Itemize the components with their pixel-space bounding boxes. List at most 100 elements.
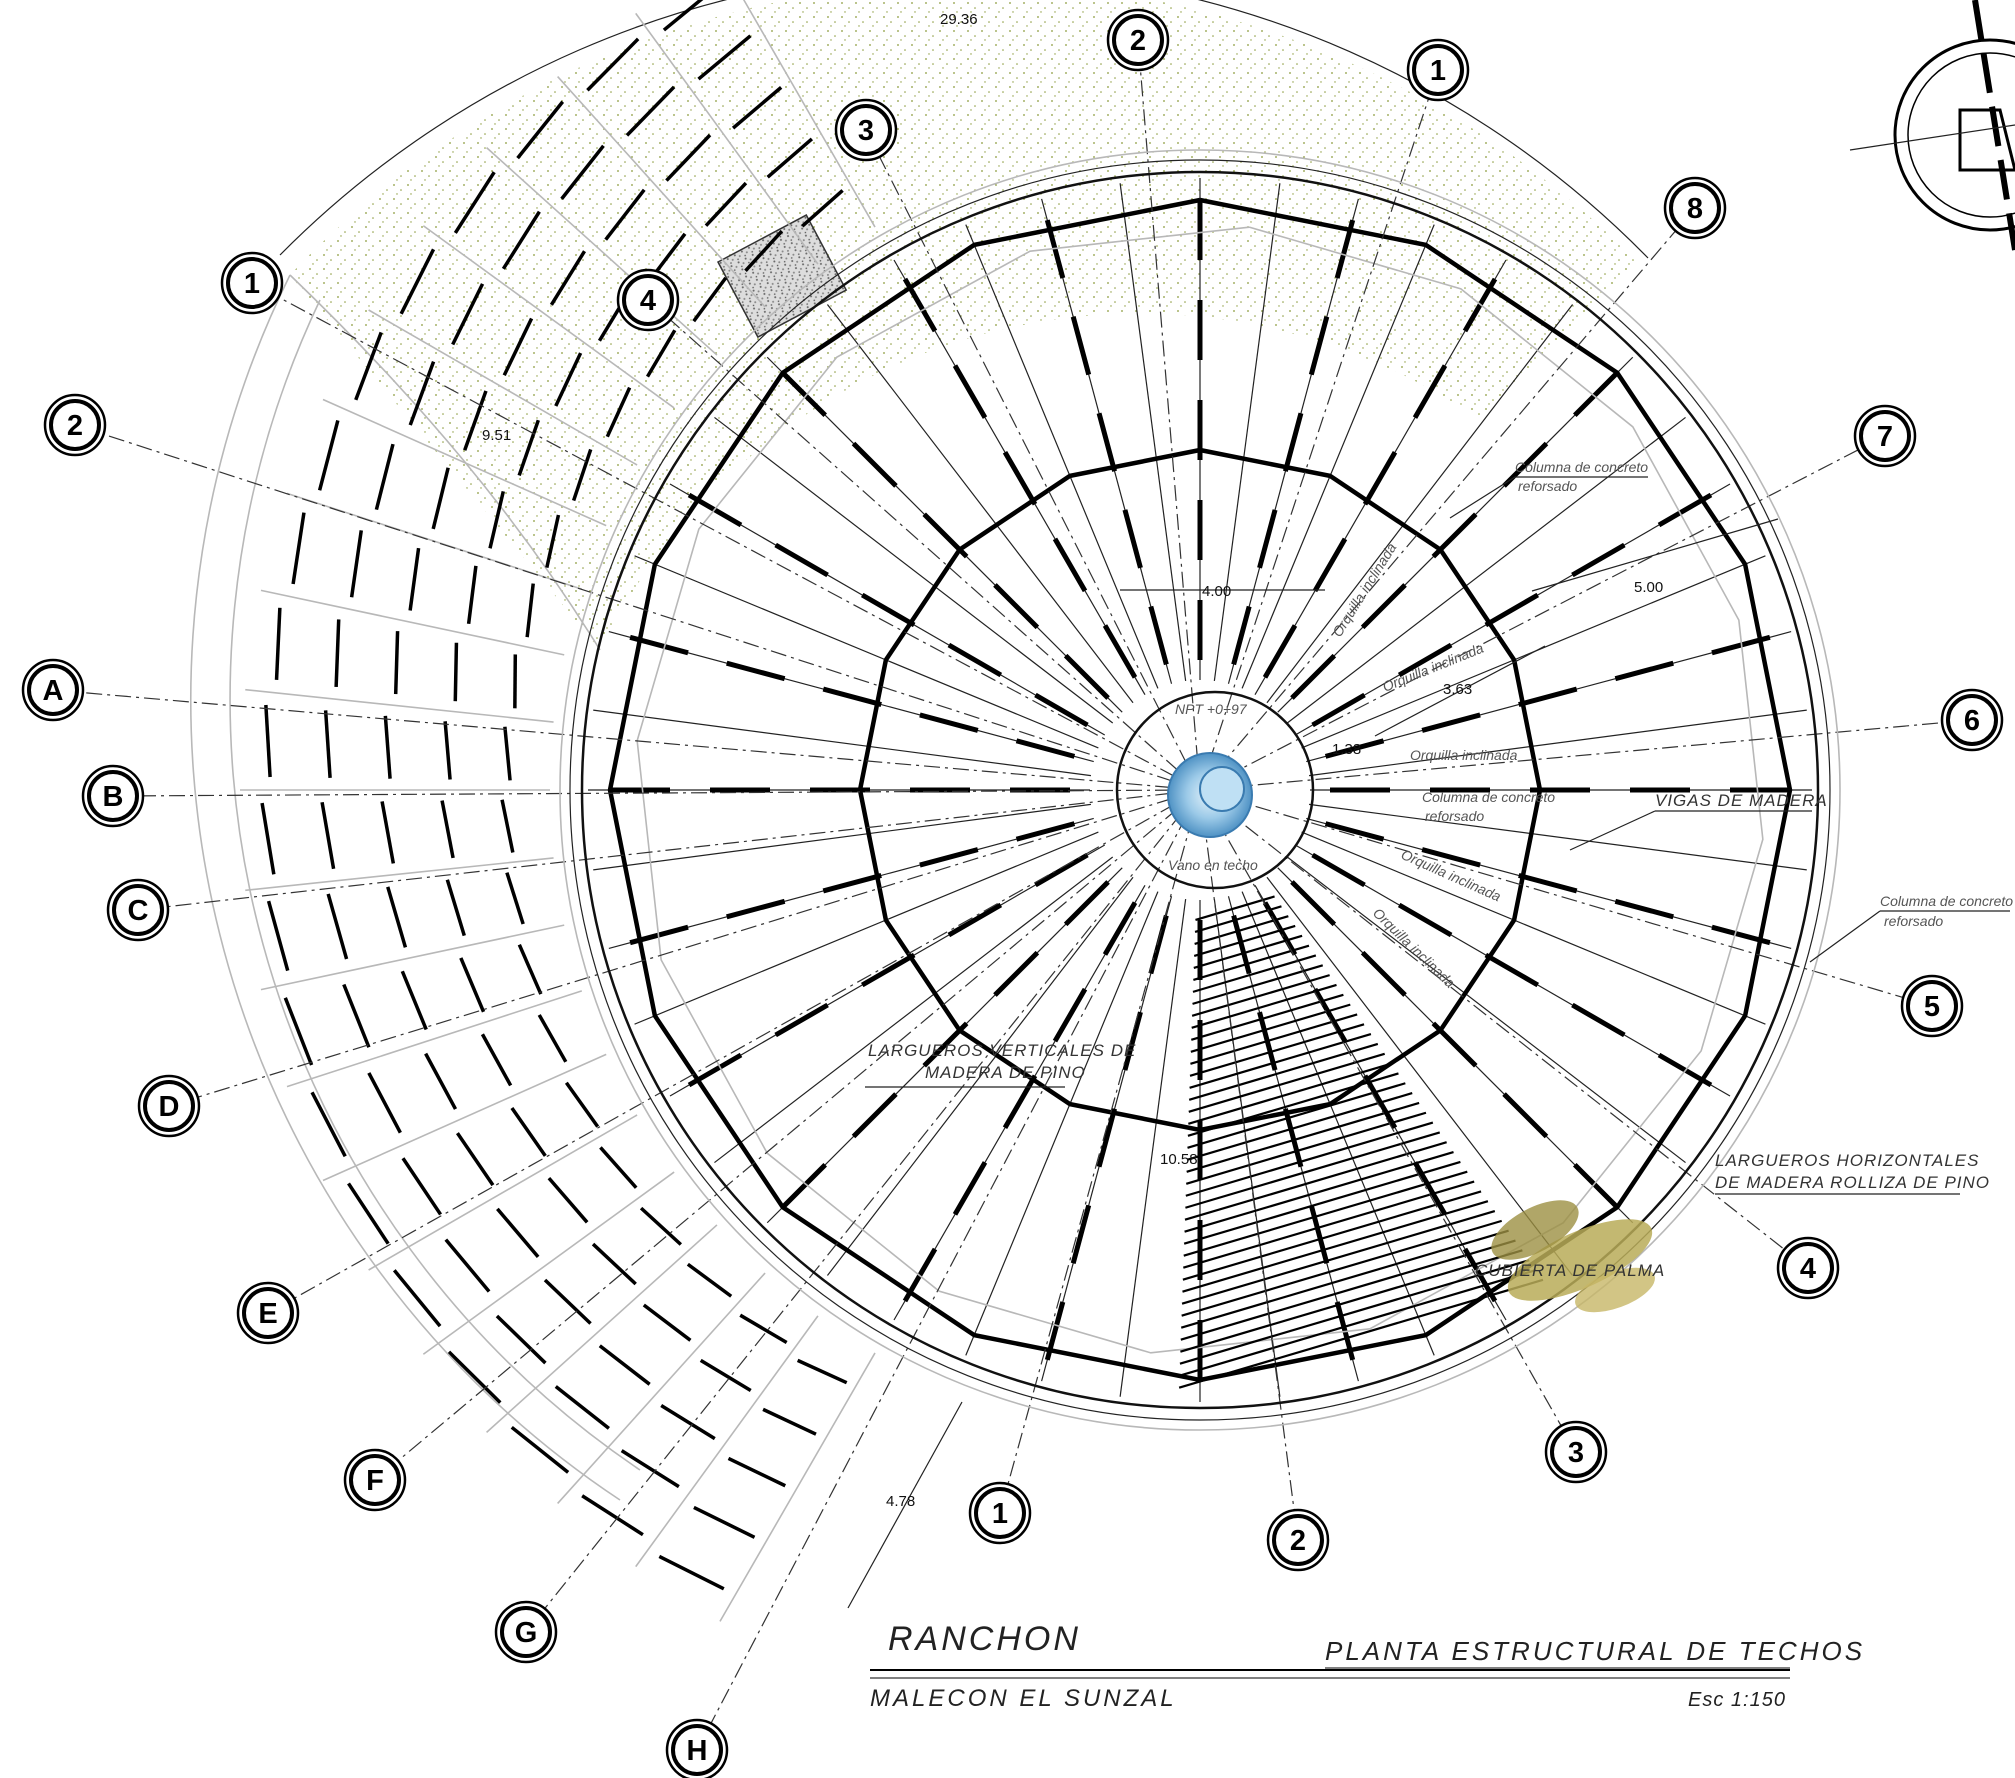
fan-purlin bbox=[660, 1403, 716, 1441]
rafter-line bbox=[1308, 709, 1807, 777]
fan-purlin bbox=[591, 1242, 637, 1286]
bubble-core bbox=[1272, 1514, 1324, 1566]
rafter-line bbox=[826, 876, 1134, 1276]
fan-purlin bbox=[495, 1314, 547, 1365]
fan-purlin bbox=[604, 188, 646, 241]
palm-cover-hatching bbox=[1178, 895, 1544, 1389]
palm-hatch-line bbox=[1192, 964, 1324, 1005]
rafter-line bbox=[634, 831, 1099, 1025]
fan-purlin bbox=[424, 1052, 458, 1110]
rafter-line bbox=[826, 304, 1134, 704]
palm-hatch-line bbox=[1182, 1200, 1489, 1293]
grid-axis-r4 bbox=[1199, 789, 1809, 1269]
fan-rafter bbox=[260, 589, 565, 656]
grid-bubble-top_2: 2 bbox=[1106, 8, 1170, 72]
fan-purlin bbox=[386, 886, 408, 948]
fan-purlin bbox=[326, 893, 349, 960]
bubble-label: 7 bbox=[1877, 421, 1893, 453]
palm-hatch-line bbox=[1195, 895, 1275, 921]
fan-purlin bbox=[517, 943, 543, 995]
bubble-core bbox=[840, 104, 892, 156]
fan-rafter bbox=[368, 309, 638, 466]
fan-purlin bbox=[796, 1358, 848, 1385]
palm-hatch-line bbox=[1190, 1003, 1351, 1053]
rafter-line bbox=[593, 709, 1092, 777]
bubble-core bbox=[1782, 1242, 1834, 1294]
grid-bubble-top_1: 1 bbox=[1406, 38, 1470, 102]
palm-hatch-line bbox=[1186, 1101, 1420, 1173]
fan-purlin bbox=[349, 530, 363, 598]
rafter-line bbox=[1301, 831, 1766, 1025]
palm-hatch-line bbox=[1194, 915, 1289, 945]
fan-purlin bbox=[459, 957, 486, 1013]
bubble-core bbox=[671, 1724, 723, 1776]
grid-bubble-F: F bbox=[343, 1448, 407, 1512]
fan-purlin bbox=[383, 715, 392, 779]
bubble-core bbox=[143, 1080, 195, 1132]
fan-purlin bbox=[560, 144, 605, 200]
rafter-line bbox=[1266, 304, 1574, 704]
fan-purlin bbox=[431, 467, 450, 530]
grid-axis-B bbox=[112, 789, 1201, 797]
fan-purlin bbox=[320, 801, 336, 870]
palm-hatch-line bbox=[1192, 954, 1317, 993]
note-orquilla-3: Orquilla inclinada bbox=[1410, 747, 1518, 763]
fan-purlin bbox=[354, 331, 383, 401]
rafter-line bbox=[1286, 416, 1686, 724]
radial-beam bbox=[1231, 914, 1358, 1371]
dim-4-78: 4.78 bbox=[886, 1493, 915, 1510]
fan-purlin bbox=[801, 189, 844, 228]
palm-hatch-line bbox=[1178, 1278, 1544, 1389]
note-columna-3a: Columna de concreto bbox=[1880, 893, 2013, 909]
rafter-line bbox=[965, 891, 1159, 1356]
palm-hatch-line bbox=[1180, 1239, 1516, 1341]
radial-beam bbox=[1042, 209, 1169, 666]
note-vigas: VIGAS DE MADERA bbox=[1655, 791, 1828, 810]
grid-axis-left_2 bbox=[74, 424, 1201, 791]
fan-purlin bbox=[501, 210, 541, 270]
fan-purlin bbox=[525, 583, 535, 638]
fan-purlin bbox=[453, 642, 459, 702]
grid-axis-r8 bbox=[1199, 207, 1696, 791]
palm-cover-symbol bbox=[1491, 1200, 1655, 1313]
grid-bubble-r6: 6 bbox=[1940, 688, 2004, 752]
grid-axis-r5 bbox=[1199, 789, 1933, 1007]
plaza-stipple bbox=[290, 0, 1640, 650]
fan-outer-edge bbox=[189, 274, 621, 1501]
outer-ring-1 bbox=[580, 170, 1820, 1410]
rafter-line bbox=[593, 803, 1092, 871]
fan-purlin bbox=[598, 1344, 651, 1386]
grid-bubble-G: G bbox=[494, 1600, 558, 1664]
fan-rafter bbox=[486, 147, 718, 356]
fan-purlin bbox=[399, 248, 436, 315]
grid-axis-top_4 bbox=[647, 299, 1201, 791]
rafter-line bbox=[1308, 803, 1807, 871]
drawing-subtitle: MALECON EL SUNZAL bbox=[870, 1685, 1177, 1712]
fan-purlin bbox=[739, 1313, 788, 1345]
dim-10-58: 10.58 bbox=[1160, 1151, 1198, 1168]
note-largueros-v-a: LARGUEROS VERTICALES DE bbox=[868, 1041, 1136, 1060]
grid-bubble-top_4: 4 bbox=[616, 268, 680, 332]
grid-bubble-C: C bbox=[106, 878, 170, 942]
palm-hatch-line bbox=[1190, 993, 1344, 1041]
fan-purlin bbox=[347, 1182, 390, 1245]
fan-purlin bbox=[367, 1072, 402, 1134]
fan-purlin bbox=[310, 1091, 347, 1158]
fan-purlin bbox=[510, 1425, 570, 1474]
note-orquilla-5: Orquilla inclinada bbox=[1370, 905, 1459, 991]
radial-beam bbox=[1290, 363, 1627, 700]
grid-axis-G bbox=[525, 789, 1201, 1633]
fan-purlin bbox=[264, 704, 272, 778]
fan-purlin bbox=[620, 1449, 680, 1489]
fan-purlin bbox=[744, 229, 784, 273]
fan-purlin bbox=[605, 386, 632, 438]
drawing-title: RANCHON bbox=[888, 1620, 1081, 1658]
palm-hatch-line bbox=[1188, 1042, 1379, 1101]
grid-axis-A bbox=[52, 689, 1201, 791]
palm-hatch-line bbox=[1183, 1170, 1468, 1257]
palm-hatch-line bbox=[1182, 1190, 1482, 1281]
fan-purlin bbox=[455, 1132, 495, 1187]
radial-beam bbox=[1262, 901, 1503, 1311]
fan-purlin bbox=[543, 1278, 592, 1325]
grid-axis-F bbox=[374, 789, 1201, 1481]
